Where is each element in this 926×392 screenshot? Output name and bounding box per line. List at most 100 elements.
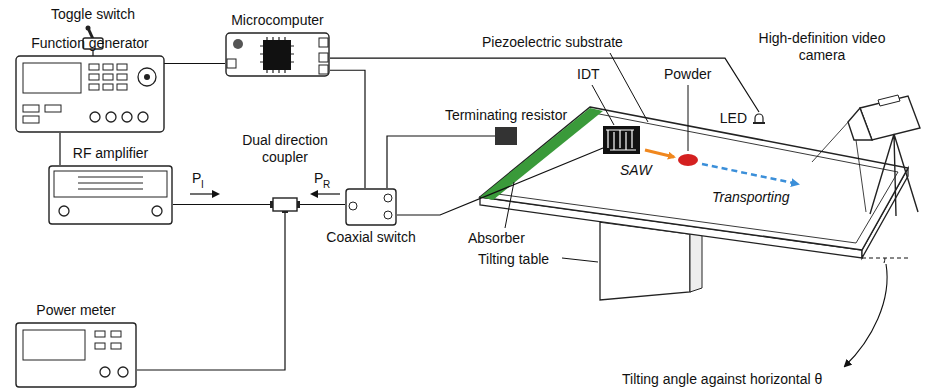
drawing-part	[117, 84, 127, 90]
drawing-part	[78, 177, 143, 189]
wire	[387, 136, 495, 188]
board-top	[480, 107, 908, 250]
drawing-part	[144, 74, 150, 80]
drawing-part	[152, 206, 162, 216]
drawing-part	[83, 38, 103, 49]
substrate	[490, 113, 898, 243]
sight-line	[856, 140, 866, 212]
rf-amplifier-drawing	[48, 165, 173, 225]
idt-fingers	[606, 130, 636, 150]
part-label: Absorber	[468, 230, 525, 247]
device-label: Toggle switch	[51, 6, 135, 23]
wire	[300, 204, 345, 205]
terminating-resistor-drawing	[495, 127, 517, 145]
function-generator-drawing	[15, 55, 165, 133]
powder	[678, 154, 698, 166]
drawing-part	[495, 127, 517, 145]
led: LED	[752, 112, 766, 124]
angle-arc	[884, 258, 885, 263]
drawing-part	[89, 74, 99, 80]
wire	[59, 133, 60, 165]
transport-arrow	[702, 164, 798, 184]
device-label: Coaxial switch	[326, 229, 415, 246]
drawing-part	[319, 65, 328, 74]
leader	[688, 85, 689, 151]
device-label: High-definition video camera	[752, 30, 892, 64]
device-label: Function generator	[31, 35, 149, 52]
drawing-part	[16, 56, 164, 132]
wire	[330, 58, 759, 112]
drawing-part	[49, 166, 172, 224]
dual-direction-coupler: Dual direction coupler	[270, 196, 300, 213]
drawing-part	[282, 211, 288, 213]
function-generator: Function generator	[15, 55, 165, 133]
drawing-part	[111, 331, 121, 337]
drawing-part	[95, 331, 105, 337]
drawing-part	[227, 59, 236, 68]
angle-label: Tilting angle against horizontal θ	[622, 371, 822, 388]
drawing-part	[138, 112, 148, 122]
drawing-part	[23, 63, 81, 93]
drawing-part	[346, 189, 396, 225]
video-camera: High-definition video camera	[848, 88, 922, 146]
device-label: Terminating resistor	[445, 107, 567, 124]
part-label: Tilting table	[478, 251, 549, 268]
microcomputer-drawing	[225, 32, 330, 77]
drawing-part	[226, 33, 329, 76]
drawing-part	[319, 38, 328, 47]
angle-leader	[845, 264, 887, 366]
drawing-part	[103, 74, 113, 80]
drawing-part	[100, 367, 110, 377]
idt-wire	[397, 148, 603, 215]
drawing-part	[138, 68, 156, 86]
device-label: Power meter	[36, 302, 115, 319]
drawing-part	[117, 74, 127, 80]
drawing-part	[95, 343, 105, 349]
drawing-part	[273, 198, 297, 211]
power-meter-drawing	[15, 322, 137, 388]
drawing-part	[297, 201, 300, 208]
drawing-part	[319, 53, 328, 62]
subscript: I	[201, 179, 204, 191]
drawing-part	[23, 116, 39, 123]
sight-line	[812, 120, 850, 162]
power-symbol: P	[314, 170, 323, 187]
drawing-part	[233, 39, 243, 49]
subscript: R	[323, 179, 330, 191]
part-label: Powder	[664, 66, 711, 83]
leader	[610, 53, 648, 122]
drawing-part	[106, 112, 116, 122]
drawing-part	[118, 367, 128, 377]
wire	[137, 213, 285, 370]
coaxial-switch-drawing	[345, 188, 397, 226]
pr-arrow	[312, 193, 340, 194]
leader	[592, 85, 614, 125]
drawing-part	[89, 64, 99, 70]
rf-amplifier: RF amplifier	[48, 165, 173, 225]
device-label: RF amplifier	[73, 145, 148, 162]
drawing-part	[89, 84, 99, 90]
drawing-part	[270, 201, 273, 208]
tilting-table	[600, 222, 690, 300]
wire	[173, 204, 270, 205]
drawing-part	[23, 105, 39, 112]
drawing-part	[878, 95, 900, 106]
saw-arrow	[645, 150, 674, 157]
drawing-part	[260, 37, 294, 73]
drawing-part	[349, 202, 357, 210]
drawing-part	[111, 343, 121, 349]
tilting-table-side	[690, 232, 702, 292]
wave-label: SAW	[620, 162, 652, 179]
terminating-resistor: Terminating resistor	[495, 127, 517, 145]
drawing-part	[45, 105, 61, 112]
drawing-part	[384, 194, 392, 202]
led-drawing	[752, 112, 766, 124]
drawing-part	[848, 108, 872, 140]
drawing-part	[755, 114, 763, 123]
drawing-part	[117, 64, 127, 70]
device-label: Microcomputer	[231, 12, 324, 29]
power-symbol: P	[192, 170, 201, 187]
coupler-drawing	[270, 196, 300, 213]
drawing-part	[16, 323, 136, 387]
